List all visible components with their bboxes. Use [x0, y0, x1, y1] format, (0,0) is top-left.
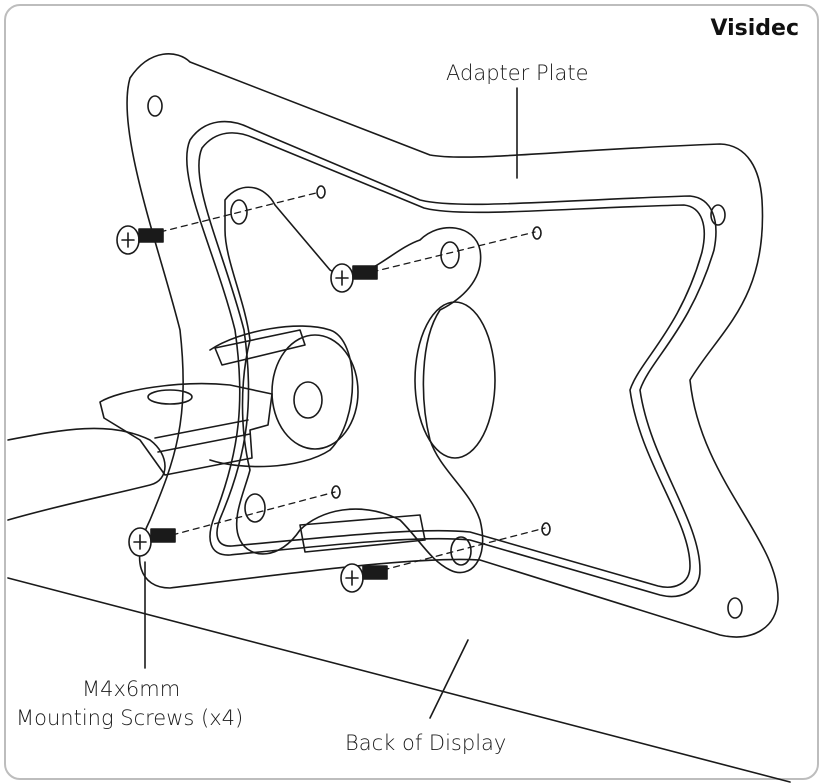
target-hole-3: [331, 485, 341, 499]
pivot-knuckle: [271, 334, 359, 450]
adapter-plate-rim-inner: [198, 132, 706, 588]
screw-bottom-left: [128, 527, 176, 557]
screw-bottom-right: [340, 563, 388, 593]
target-hole-4: [541, 522, 551, 536]
display-edge: [7, 577, 791, 783]
screw-guide-1: [159, 191, 321, 233]
arm-bracket: [224, 186, 484, 574]
brand-logo: Visidec: [710, 16, 799, 41]
plate-hole-top-left: [147, 95, 163, 117]
screw-guide-3: [171, 491, 336, 536]
arm-tilt-slot: [154, 419, 251, 453]
bracket-hole-top-right: [440, 241, 460, 269]
label-adapter-plate: Adapter Plate: [446, 61, 589, 85]
plate-center-recess: [414, 301, 496, 459]
bracket-lower-tab: [299, 514, 426, 553]
adapter-plate-rim: [185, 120, 717, 598]
label-screw-size: M4x6mm: [82, 677, 181, 701]
bracket-hole-top-left: [230, 199, 248, 225]
screw-guide-4: [382, 527, 546, 571]
adapter-plate-outer: [126, 53, 779, 638]
screw-top-right: [330, 263, 378, 293]
screw-top-left: [116, 225, 164, 255]
plate-hole-top-right: [710, 204, 726, 226]
frame-border: [4, 4, 819, 780]
leader-back-of-display: [429, 639, 469, 719]
target-hole-1: [316, 185, 326, 199]
label-screw-desc: Mounting Screws (x4): [16, 706, 244, 730]
bracket-hole-bottom-right: [450, 536, 472, 566]
pivot-top-cap: [214, 329, 306, 366]
target-hole-2: [532, 226, 542, 240]
pivot-pin: [293, 381, 323, 419]
label-back-of-display: Back of Display: [345, 731, 507, 755]
plate-hole-bottom-right: [727, 597, 743, 619]
pivot-joint: [209, 325, 354, 468]
monitor-arm: [7, 427, 166, 521]
screw-guide-2: [371, 231, 536, 273]
arm-top-hole: [147, 389, 193, 405]
bracket-hole-bottom-left: [244, 493, 266, 523]
